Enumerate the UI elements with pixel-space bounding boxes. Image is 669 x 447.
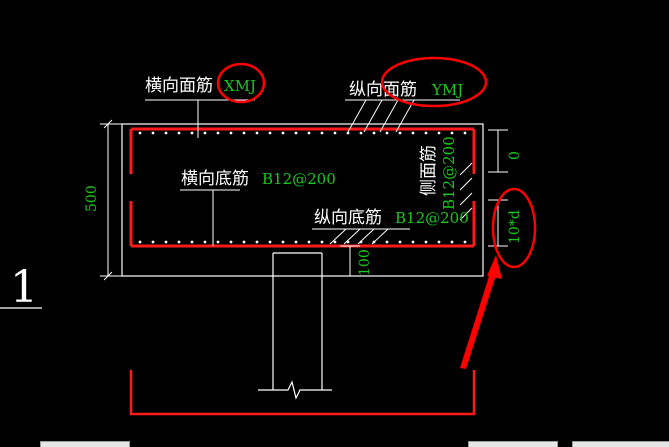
bottom-rebar-dots (138, 240, 467, 244)
bottom-rebar-dot (255, 240, 259, 244)
dim-side-length-text: 10*d (507, 210, 523, 244)
bottom-toolbar (0, 438, 669, 446)
top-rebar-dot (320, 131, 324, 135)
leader-transverse-bottom (180, 189, 240, 246)
toolbar-button-right[interactable] (468, 441, 558, 447)
slab-outline (121, 123, 484, 277)
toolbar-button-left[interactable] (40, 441, 130, 447)
leader-longitudinal-bottom (312, 228, 410, 245)
dim-height-lines (100, 119, 122, 281)
top-rebar-dot (203, 131, 207, 135)
top-rebar-dot (216, 131, 220, 135)
bottom-rebar-dot (320, 240, 324, 244)
top-rebar-dot (307, 131, 311, 135)
label-side-bar-code: B12@200 (440, 136, 458, 210)
bottom-rebar-dot (151, 240, 155, 244)
dim-bottom-cover-lines (340, 245, 360, 277)
label-transverse-bottom: 横向底筋 (181, 169, 249, 189)
top-rebar-dot (398, 131, 402, 135)
bottom-rebar-dot (203, 240, 207, 244)
label-transverse-bottom-code: B12@200 (262, 170, 336, 188)
column-rebar (129, 370, 476, 416)
top-rebar-dot (229, 131, 233, 135)
bottom-rebar-dot (138, 240, 142, 244)
bottom-rebar-dot (450, 240, 454, 244)
label-longitudinal-bottom: 纵向底筋 (314, 208, 382, 228)
bottom-rebar-dot (307, 240, 311, 244)
dim-top-offset-text: 0 (507, 151, 523, 160)
toolbar-button-far-right[interactable] (572, 441, 669, 447)
bottom-rebar-dot (190, 240, 194, 244)
dim-top-offset-lines (488, 129, 508, 173)
top-rebar-dot (437, 131, 441, 135)
top-rebar-dots (138, 131, 467, 135)
dim-side-length-lines (488, 199, 508, 247)
bottom-rebar-dot (177, 240, 181, 244)
top-rebar-dot (463, 131, 467, 135)
dim-height-text: 500 (84, 185, 100, 212)
bottom-rebar-dot (437, 240, 441, 244)
top-rebar-dot (177, 131, 181, 135)
top-rebar-dot (294, 131, 298, 135)
label-transverse-top: 横向面筋 (145, 76, 213, 96)
bottom-rebar-dot (242, 240, 246, 244)
top-rebar-dot (281, 131, 285, 135)
top-rebar-dot (333, 131, 337, 135)
dim-bottom-cover-text: 100 (357, 249, 373, 276)
top-rebar-dot (151, 131, 155, 135)
highlight-circle-side-length (491, 187, 537, 269)
label-longitudinal-top: 纵向面筋 (349, 80, 417, 100)
bottom-rebar-dot (398, 240, 402, 244)
top-rebar-dot (164, 131, 168, 135)
top-rebar-dot (450, 131, 454, 135)
top-rebar-dot (255, 131, 259, 135)
top-rebar-dot (372, 131, 376, 135)
highlight-arrow (460, 255, 502, 369)
bottom-rebar-dot (164, 240, 168, 244)
bottom-rebar-dot (281, 240, 285, 244)
leader-side-bar (459, 162, 473, 221)
top-rebar-dot (138, 131, 142, 135)
bottom-rebar-dot (294, 240, 298, 244)
top-rebar-dot (411, 131, 415, 135)
column-outline (258, 252, 332, 400)
bottom-rebar-dot (424, 240, 428, 244)
label-side-bar: 侧面筋 (419, 145, 439, 196)
bottom-rebar-dot (385, 240, 389, 244)
top-rebar-dot (268, 131, 272, 135)
top-rebar-dot (424, 131, 428, 135)
top-rebar-dot (359, 131, 363, 135)
bottom-rebar-dot (411, 240, 415, 244)
top-rebar-dot (385, 131, 389, 135)
label-transverse-top-code: XMJ (224, 77, 256, 95)
bottom-rebar-dot (268, 240, 272, 244)
top-rebar-dot (190, 131, 194, 135)
top-rebar-dot (242, 131, 246, 135)
highlight-circle-ymj (380, 56, 488, 108)
label-longitudinal-bottom-code: B12@200 (395, 209, 469, 227)
label-longitudinal-top-code: YMJ (431, 81, 463, 99)
bottom-rebar-dot (333, 240, 337, 244)
bottom-rebar-dot (463, 240, 467, 244)
bottom-rebar-dot (216, 240, 220, 244)
section-number: 1 (10, 262, 38, 313)
top-rebar-dot (346, 131, 350, 135)
highlight-circle-xmj (216, 62, 266, 104)
bottom-rebar-dot (229, 240, 233, 244)
